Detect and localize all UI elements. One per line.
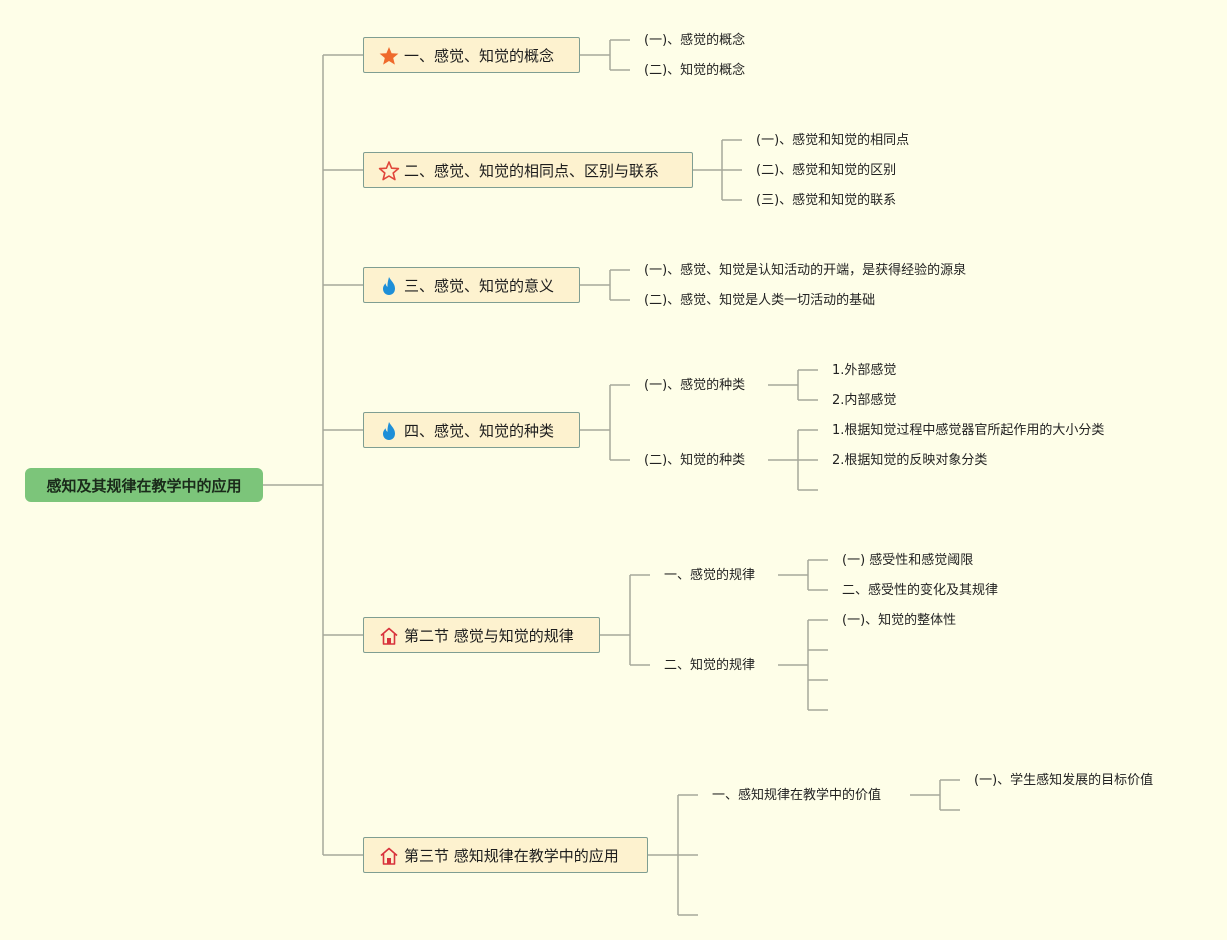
subtopic-perception-laws[interactable]: 二、知觉的规律 bbox=[664, 658, 756, 673]
subtopic-sensation-laws[interactable]: 一、感觉的规律 bbox=[664, 568, 756, 583]
flame-icon bbox=[383, 277, 395, 295]
leaf-internal-sensation[interactable]: 2.内部感觉 bbox=[832, 393, 897, 408]
outline-star-icon bbox=[378, 161, 400, 181]
leaf-sensitivity-changes[interactable]: 二、感受性的变化及其规律 bbox=[842, 583, 999, 598]
subtopic-teaching-value[interactable]: 一、感知规律在教学中的价值 bbox=[712, 788, 882, 803]
leaf-organ-role-classification[interactable]: 1.根据知觉过程中感觉器官所起作用的大小分类 bbox=[832, 423, 1105, 438]
subtopic-activity-basis[interactable]: (二)、感觉、知觉是人类一切活动的基础 bbox=[644, 293, 876, 308]
subtopic-perception-concept[interactable]: (二)、知觉的概念 bbox=[644, 63, 746, 78]
topic-concept[interactable]: 一、感觉、知觉的概念 bbox=[363, 37, 580, 73]
leaf-perception-integrity[interactable]: (一)、知觉的整体性 bbox=[842, 613, 957, 628]
topic-label: 四、感觉、知觉的种类 bbox=[404, 421, 555, 440]
root-topic[interactable]: 感知及其规律在教学中的应用 bbox=[25, 468, 263, 502]
subtopic-sensation-concept[interactable]: (一)、感觉的概念 bbox=[644, 33, 746, 48]
topic-section-three[interactable]: 第三节 感知规律在教学中的应用 bbox=[363, 837, 648, 873]
subtopic-differences[interactable]: (二)、感觉和知觉的区别 bbox=[756, 163, 897, 178]
leaf-target-value[interactable]: (一)、学生感知发展的目标价值 bbox=[974, 773, 1154, 788]
subtopic-connections[interactable]: (三)、感觉和知觉的联系 bbox=[756, 193, 897, 208]
topic-label: 第三节 感知规律在教学中的应用 bbox=[404, 846, 619, 865]
leaf-sensitivity-threshold[interactable]: (一) 感受性和感觉阈限 bbox=[842, 553, 974, 568]
leaf-object-classification[interactable]: 2.根据知觉的反映对象分类 bbox=[832, 453, 988, 468]
house-icon bbox=[380, 847, 398, 865]
topic-significance[interactable]: 三、感觉、知觉的意义 bbox=[363, 267, 580, 303]
topic-label: 一、感觉、知觉的概念 bbox=[404, 46, 555, 65]
topic-label: 第二节 感觉与知觉的规律 bbox=[404, 626, 574, 645]
flame-icon bbox=[383, 422, 395, 440]
subtopic-perception-types[interactable]: (二)、知觉的种类 bbox=[644, 453, 746, 468]
leaf-external-sensation[interactable]: 1.外部感觉 bbox=[832, 363, 897, 378]
topic-similarities-differences[interactable]: 二、感觉、知觉的相同点、区别与联系 bbox=[363, 152, 693, 188]
topic-label: 二、感觉、知觉的相同点、区别与联系 bbox=[404, 161, 660, 180]
topic-section-two[interactable]: 第二节 感觉与知觉的规律 bbox=[363, 617, 600, 653]
topic-label: 三、感觉、知觉的意义 bbox=[404, 276, 555, 295]
subtopic-similarities[interactable]: (一)、感觉和知觉的相同点 bbox=[756, 133, 910, 148]
subtopic-cognition-start[interactable]: (一)、感觉、知觉是认知活动的开端，是获得经验的源泉 bbox=[644, 263, 967, 278]
filled-star-icon bbox=[379, 47, 399, 65]
house-icon bbox=[380, 627, 398, 645]
subtopic-sensation-types[interactable]: (一)、感觉的种类 bbox=[644, 378, 746, 393]
topic-types[interactable]: 四、感觉、知觉的种类 bbox=[363, 412, 580, 448]
